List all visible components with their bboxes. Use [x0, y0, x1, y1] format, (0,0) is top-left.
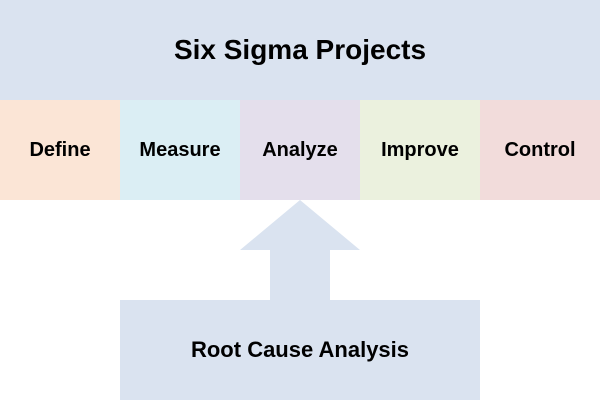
phase-label-analyze: Analyze — [262, 138, 338, 161]
diagram-title: Six Sigma Projects — [173, 34, 427, 65]
phase-row: Define Measure Analyze Improve Control — [0, 100, 600, 200]
title-band: Six Sigma Projects — [0, 0, 600, 100]
phase-measure: Measure — [120, 100, 240, 200]
phase-label-define: Define — [29, 138, 91, 161]
up-arrow-icon — [240, 200, 360, 300]
root-cause-box: Root Cause Analysis — [120, 300, 480, 400]
up-arrow-shape — [240, 200, 360, 300]
phase-analyze: Analyze — [240, 100, 360, 200]
phase-define: Define — [0, 100, 120, 200]
phase-label-control: Control — [504, 138, 576, 161]
phase-label-measure: Measure — [139, 138, 221, 161]
phase-label-improve: Improve — [381, 138, 459, 161]
phase-control: Control — [480, 100, 600, 200]
phase-improve: Improve — [360, 100, 480, 200]
root-cause-label: Root Cause Analysis — [190, 337, 410, 362]
